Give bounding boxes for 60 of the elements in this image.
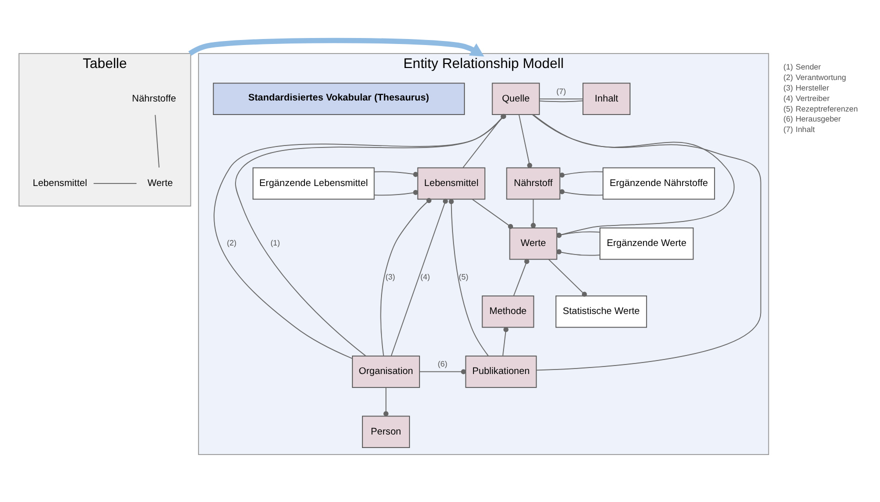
node-text: Lebensmittel: [32, 178, 88, 189]
label: Inhalt: [796, 125, 815, 134]
connector: [518, 114, 532, 168]
node-text: Werte: [148, 178, 173, 189]
node-box: Inhalt: [582, 82, 630, 116]
edge-label: (3): [386, 272, 396, 282]
edge-label: (6): [438, 360, 448, 369]
connector: [560, 171, 604, 178]
node-box: Lebensmittel: [417, 167, 486, 200]
node-box: Werte: [509, 227, 558, 260]
edge-label: (4): [420, 272, 430, 282]
connector: [513, 258, 530, 296]
connector: [556, 249, 600, 256]
connector: [383, 387, 388, 416]
connector: [448, 199, 489, 356]
edge-label: (7): [556, 86, 566, 96]
connector: [530, 198, 536, 228]
node-box: Statistische Werte: [556, 295, 648, 328]
label: Vertreiber: [796, 94, 830, 103]
node-box: Ergänzende Lebensmittel: [252, 167, 375, 200]
connector: [532, 114, 762, 371]
arrow: [188, 38, 484, 56]
connector: [93, 183, 137, 184]
connector: [548, 259, 587, 297]
connector: [419, 369, 466, 374]
label: (5): [783, 104, 794, 114]
node-box: Organisation: [352, 356, 420, 388]
label: (7): [783, 125, 794, 134]
edge-label: (5): [458, 272, 468, 282]
connector: [560, 189, 604, 196]
connector: [502, 327, 508, 356]
label: (4): [783, 94, 794, 103]
node-box: Standardisiertes Vokabular (Thesaurus): [212, 82, 465, 116]
node-box: Nährstoff: [506, 167, 560, 200]
label: Rezeptreferenzen: [796, 104, 858, 114]
label: (6): [783, 114, 794, 124]
edge-label: (1): [270, 238, 280, 248]
node-text: Nährstoffe: [132, 93, 176, 104]
node-box: Person: [362, 416, 410, 448]
connector: [390, 198, 448, 356]
node-box: Quelle: [492, 82, 540, 116]
node-box: Methode: [482, 295, 534, 328]
connector: [538, 100, 584, 102]
connector: [154, 114, 160, 168]
label: Hersteller: [796, 83, 830, 92]
label: (3): [783, 83, 794, 92]
connector: [472, 198, 514, 230]
connector: [374, 190, 418, 196]
edge-label: (2): [226, 238, 236, 248]
node-box: Ergänzende Nährstoffe: [602, 167, 716, 200]
label: Herausgeber: [796, 114, 841, 124]
connector: [380, 198, 432, 356]
connector: [538, 98, 584, 100]
node-box: Ergänzende Werte: [600, 227, 694, 260]
label: Sender: [796, 62, 821, 72]
connector: [374, 171, 418, 177]
node-box: Publikationen: [465, 356, 537, 388]
label: (2): [783, 72, 794, 82]
label: (1): [783, 62, 794, 72]
label: Verantwortung: [796, 72, 846, 82]
